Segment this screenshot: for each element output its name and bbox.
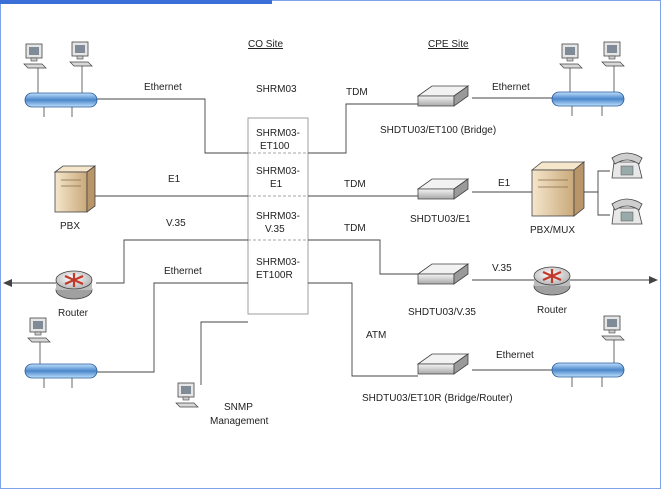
snmp-label-line1: SNMP	[224, 402, 253, 413]
left-arrow-icon	[3, 279, 12, 287]
module-v35-line1: SHRM03-	[256, 211, 300, 222]
link-ethernet-top-left	[97, 98, 248, 154]
label-tdm-3: TDM	[344, 223, 366, 234]
link-phone-top	[584, 170, 610, 193]
pc-icon	[601, 315, 625, 341]
pbx-icon	[53, 165, 97, 213]
label-ethernet-bottom-right: Ethernet	[496, 350, 534, 361]
label-ethernet-top-right: Ethernet	[492, 82, 530, 93]
ethernet-bus-icon	[24, 363, 98, 379]
module-et100-line2: ET100	[260, 141, 290, 152]
label-e1-right: E1	[498, 178, 511, 189]
snmp-pc-icon	[175, 382, 199, 408]
label-e1-left: E1	[168, 174, 181, 185]
modem-bridge-router-icon	[417, 353, 469, 375]
ethernet-bus-icon	[551, 91, 625, 107]
pc-icon	[559, 43, 583, 69]
shdtu-v35-label: SHDTU03/V.35	[408, 307, 476, 318]
link-tdm-1	[308, 103, 418, 154]
link-tdm-3	[308, 239, 418, 275]
lan-bottom-left	[24, 317, 98, 388]
router-right-label: Router	[537, 305, 568, 316]
label-v35-left: V.35	[166, 218, 186, 229]
shdtu-bridge-label: SHDTU03/ET100 (Bridge)	[380, 125, 496, 136]
modem-e1-icon	[417, 178, 469, 200]
label-atm: ATM	[366, 330, 386, 341]
label-tdm-2: TDM	[344, 179, 366, 190]
phone-bottom-icon	[611, 198, 643, 225]
module-v35-line2: V.35	[265, 224, 285, 235]
shdtu-bridge-router-label: SHDTU03/ET10R (Bridge/Router)	[362, 393, 513, 404]
connection-lines	[95, 97, 650, 385]
link-ethernet-mid-left	[97, 282, 248, 373]
co-site-header: CO Site	[248, 39, 283, 50]
shdtu-e1-label: SHDTU03/E1	[410, 214, 471, 225]
pc-icon	[27, 317, 51, 343]
link-atm	[308, 282, 418, 377]
link-snmp	[200, 321, 248, 385]
module-e1-line2: E1	[270, 179, 283, 190]
ethernet-bus-icon	[24, 92, 98, 108]
snmp-label-line2: Management	[210, 416, 269, 427]
ethernet-bus-icon	[551, 362, 625, 378]
lan-top-left	[23, 41, 98, 117]
label-ethernet-mid-left: Ethernet	[164, 266, 202, 277]
pc-icon	[69, 41, 93, 67]
lan-bottom-right	[551, 315, 625, 387]
label-tdm-1: TDM	[346, 87, 368, 98]
pc-icon	[23, 43, 47, 69]
pc-icon	[601, 41, 625, 67]
modem-bridge-icon	[417, 85, 469, 107]
link-phone-bottom	[597, 192, 610, 216]
module-et100r-line1: SHRM03-	[256, 257, 300, 268]
phone-top-icon	[611, 152, 643, 179]
right-arrow-icon	[649, 276, 658, 284]
shrm03-chassis	[247, 117, 309, 315]
router-right-icon	[532, 265, 572, 297]
pbx-mux-label: PBX/MUX	[530, 225, 575, 236]
module-et100-line1: SHRM03-	[256, 128, 300, 139]
module-e1-line1: SHRM03-	[256, 166, 300, 177]
label-ethernet-top-left: Ethernet	[144, 82, 182, 93]
router-left-icon	[54, 269, 94, 301]
router-left-label: Router	[58, 308, 89, 319]
lan-top-right	[551, 41, 625, 116]
link-v35-left	[96, 239, 248, 284]
pbx-mux-icon	[530, 161, 586, 217]
label-v35-right: V.35	[492, 263, 512, 274]
pbx-label: PBX	[60, 221, 80, 232]
cpe-site-header: CPE Site	[428, 39, 469, 50]
module-et100r-line2: ET100R	[256, 270, 293, 281]
frame-tab	[0, 0, 272, 4]
modem-v35-icon	[417, 263, 469, 285]
shrm03-title: SHRM03	[256, 84, 297, 95]
